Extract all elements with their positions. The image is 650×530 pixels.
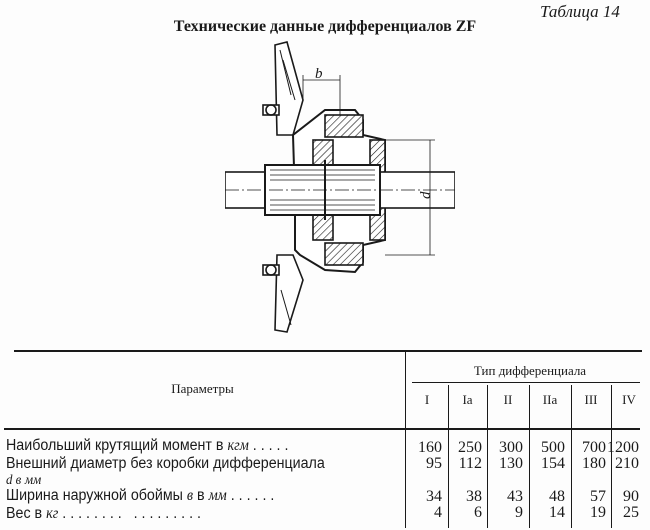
param-header: Параметры (171, 381, 234, 396)
table-cell: 210 (615, 455, 639, 472)
table-cell: 130 (499, 455, 523, 472)
column-header: I (424, 392, 430, 407)
table-cell: 500 (541, 439, 565, 456)
column-header: Ia (462, 392, 473, 407)
column-separator (611, 385, 612, 528)
dimension-d-label: d (418, 191, 434, 199)
leader-dots: . . . . . (248, 437, 289, 454)
unit: мм (24, 473, 42, 488)
table-number: Таблица 14 (540, 2, 620, 21)
table-cell: 95 (426, 455, 442, 472)
label-text: d в (6, 473, 22, 488)
group-header: Тип дифференциала (473, 363, 587, 378)
label-text: Вес в (6, 505, 43, 522)
table-cell: 1200 (607, 439, 639, 456)
row-label: Внешний диаметр без коробки дифференциал… (6, 455, 325, 473)
table-cell: 6 (474, 504, 482, 521)
header-bottom-rule (4, 428, 640, 430)
table-cell: 38 (466, 488, 482, 505)
table-cell: 90 (623, 488, 639, 505)
label-text: Наибольший крутящий момент в (6, 437, 224, 454)
table-cell: 154 (541, 455, 565, 472)
unit: кгм (227, 437, 249, 454)
table-cell: 112 (458, 455, 482, 472)
differential-cross-section-drawing: b d (225, 41, 455, 333)
table-cell: 14 (549, 504, 565, 521)
table-cell: 25 (623, 504, 639, 521)
label-text: в (193, 487, 205, 504)
dimension-b-label: b (315, 66, 323, 82)
variable: в (186, 487, 194, 504)
column-separator (571, 385, 572, 528)
table-cell: 9 (515, 504, 523, 521)
table-cell: 34 (426, 488, 442, 505)
table-cell: 300 (499, 439, 523, 456)
table-top-rule (14, 350, 642, 352)
table-cell: 57 (590, 488, 606, 505)
column-header: III (584, 392, 598, 407)
row-label: Ширина наружной обоймы в в мм . . . . . … (6, 487, 274, 505)
page-title: Технические данные дифференциалов ZF (173, 18, 477, 35)
label-text: Внешний диаметр без коробки дифференциал… (6, 455, 325, 472)
table-cell: 43 (507, 488, 523, 505)
label-text: Ширина наружной обоймы (6, 487, 183, 504)
column-separator (487, 385, 488, 528)
row-label: Наибольший крутящий момент в кгм . . . .… (6, 437, 288, 455)
table-cell: 160 (418, 439, 442, 456)
table-cell: 180 (582, 455, 606, 472)
unit: мм (208, 487, 227, 504)
column-separator (448, 385, 449, 528)
column-header: II (503, 392, 513, 407)
table-cell: 48 (549, 488, 565, 505)
group-header-rule (412, 382, 640, 383)
column-header: IV (622, 392, 636, 407)
unit: кг (46, 505, 59, 522)
column-separator (405, 352, 406, 528)
table-cell: 4 (434, 504, 442, 521)
column-separator (529, 385, 530, 528)
row-label-continued: d в мм (6, 471, 41, 489)
table-cell: 250 (458, 439, 482, 456)
table-cell: 19 (590, 504, 606, 521)
column-header: IIa (542, 392, 558, 407)
row-label: Вес в кг . . . . . . . . . . . . . . . .… (6, 505, 201, 523)
leader-dots: . . . . . . (226, 487, 275, 504)
leader-dots: . . . . . . . . . . . . . . . . . (58, 505, 201, 522)
table-cell: 700 (582, 439, 606, 456)
